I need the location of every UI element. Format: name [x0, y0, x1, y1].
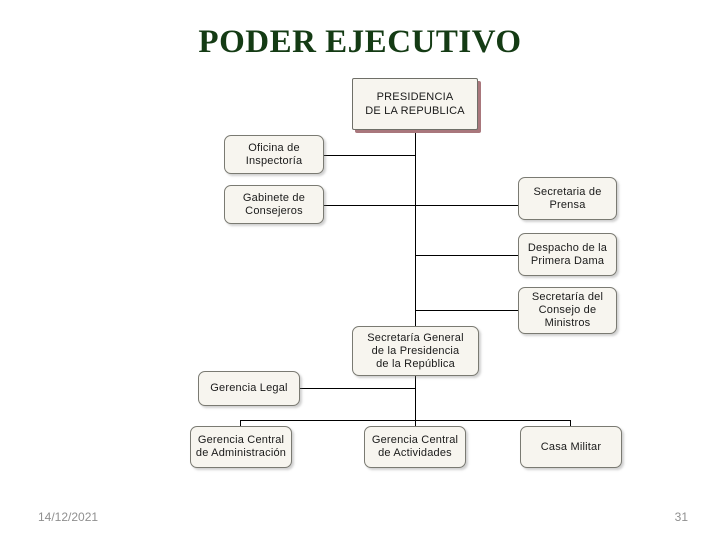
connector-trunk-main [415, 130, 416, 328]
node-oficina-inspectoria-label: Oficina de Inspectoría [245, 141, 303, 167]
node-gerencia-central-administracion-label: Gerencia Central de Administración [195, 434, 287, 459]
node-despacho-primera-dama[interactable]: Despacho de la Primera Dama [518, 233, 617, 276]
node-despacho-primera-dama-label: Despacho de la Primera Dama [527, 241, 608, 267]
node-gerencia-legal[interactable]: Gerencia Legal [198, 371, 300, 406]
node-gabinete-consejeros[interactable]: Gabinete de Consejeros [224, 185, 324, 224]
node-presidencia[interactable]: PRESIDENCIA DE LA REPUBLICA [352, 78, 478, 130]
footer-date: 14/12/2021 [38, 510, 99, 524]
node-secretaria-consejo-ministros[interactable]: Secretaría del Consejo de Ministros [518, 287, 617, 334]
connector-bottom-bus [240, 420, 571, 421]
connector-to-secretaria-consejo-ministros [415, 310, 518, 311]
connector-trunk-lower [415, 376, 416, 421]
node-presidencia-label: PRESIDENCIA DE LA REPUBLICA [365, 91, 465, 117]
connector-drop-gerencia-central-administracion [240, 420, 241, 426]
node-gerencia-central-actividades[interactable]: Gerencia Central de Actividades [364, 426, 466, 468]
node-secretaria-consejo-ministros-label: Secretaría del Consejo de Ministros [531, 291, 604, 329]
footer-page-number: 31 [674, 510, 688, 524]
connector-to-gabinete-consejeros [324, 205, 416, 206]
node-casa-militar-label: Casa Militar [540, 440, 602, 453]
connector-drop-casa-militar [570, 420, 571, 426]
connector-to-secretaria-prensa [415, 205, 518, 206]
node-secretaria-prensa-label: Secretaria de Prensa [533, 185, 602, 211]
node-gabinete-consejeros-label: Gabinete de Consejeros [242, 191, 306, 217]
page-title: PODER EJECUTIVO [198, 24, 522, 60]
node-gerencia-central-administracion[interactable]: Gerencia Central de Administración [190, 426, 292, 468]
connector-to-oficina-inspectoria [324, 155, 416, 156]
node-gerencia-legal-label: Gerencia Legal [210, 382, 288, 394]
node-casa-militar[interactable]: Casa Militar [520, 426, 622, 468]
node-secretaria-prensa[interactable]: Secretaria de Prensa [518, 177, 617, 220]
connector-to-despacho-primera-dama [415, 255, 518, 256]
node-gerencia-central-actividades-label: Gerencia Central de Actividades [371, 434, 459, 459]
node-secretaria-general[interactable]: Secretaría General de la Presidencia de … [352, 326, 479, 376]
node-secretaria-general-label: Secretaría General de la Presidencia de … [367, 331, 464, 370]
connector-to-gerencia-legal [300, 388, 416, 389]
connector-drop-gerencia-central-actividades [415, 420, 416, 426]
node-oficina-inspectoria[interactable]: Oficina de Inspectoría [224, 135, 324, 174]
